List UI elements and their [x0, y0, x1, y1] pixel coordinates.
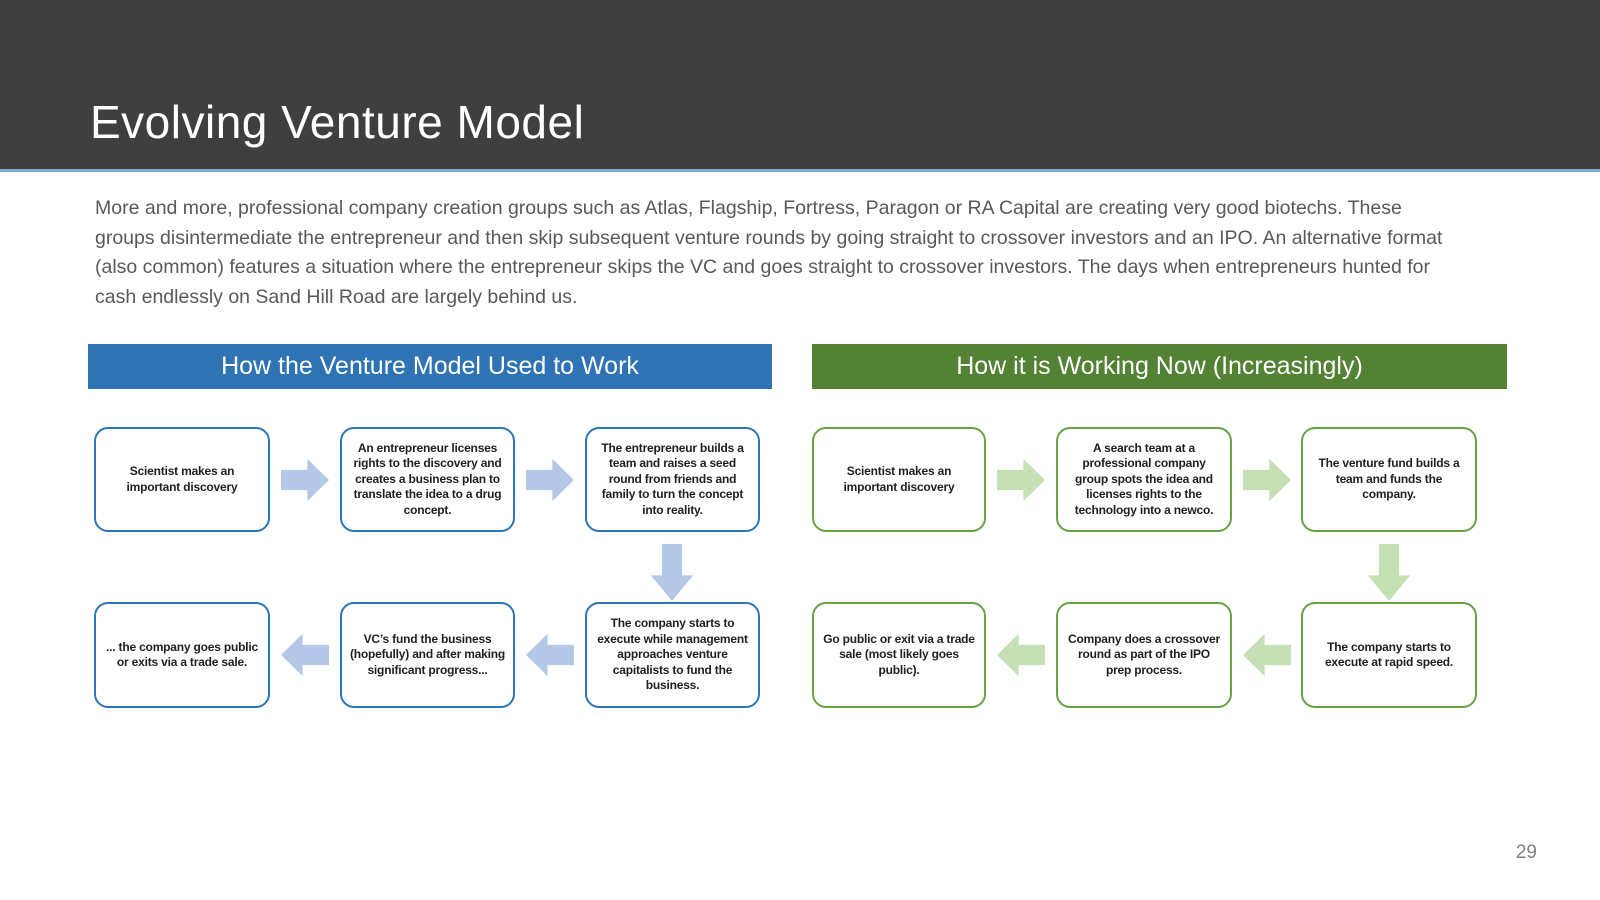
- new-model-step-1: Scientist makes an important discovery: [812, 427, 986, 532]
- arrow-right-icon: [997, 458, 1045, 502]
- arrow-left-icon: [1243, 633, 1291, 677]
- new-model-step-6: Go public or exit via a trade sale (most…: [812, 602, 986, 708]
- new-model-step-4: The company starts to execute at rapid s…: [1301, 602, 1477, 708]
- arrow-down-icon: [650, 544, 694, 601]
- arrow-left-icon: [526, 633, 574, 677]
- arrow-right-icon: [1243, 458, 1291, 502]
- page-title: Evolving Venture Model: [90, 96, 585, 148]
- intro-paragraph: More and more, professional company crea…: [95, 197, 1443, 308]
- slide-header: Evolving Venture Model: [0, 0, 1600, 172]
- old-model-step-2: An entrepreneur licenses rights to the d…: [340, 427, 515, 532]
- new-model-step-3: The venture fund builds a team and funds…: [1301, 427, 1477, 532]
- old-model-banner-label: How the Venture Model Used to Work: [221, 352, 639, 380]
- arrow-left-icon: [281, 633, 329, 677]
- new-model-step-5: Company does a crossover round as part o…: [1056, 602, 1232, 708]
- old-model-step-3: The entrepreneur builds a team and raise…: [585, 427, 760, 532]
- old-model-step-5: VC’s fund the business (hopefully) and a…: [340, 602, 515, 708]
- old-model-banner: How the Venture Model Used to Work: [88, 344, 772, 389]
- page-number: 29: [1515, 842, 1537, 863]
- old-model-step-1: Scientist makes an important discovery: [94, 427, 270, 532]
- new-model-banner: How it is Working Now (Increasingly): [812, 344, 1507, 389]
- new-model-banner-label: How it is Working Now (Increasingly): [956, 352, 1363, 380]
- new-model-step-2: A search team at a professional company …: [1056, 427, 1232, 532]
- arrow-down-icon: [1367, 544, 1411, 601]
- arrow-right-icon: [281, 458, 329, 502]
- arrow-left-icon: [997, 633, 1045, 677]
- old-model-step-4: The company starts to execute while mana…: [585, 602, 760, 708]
- arrow-right-icon: [526, 458, 574, 502]
- old-model-step-6: ... the company goes public or exits via…: [94, 602, 270, 708]
